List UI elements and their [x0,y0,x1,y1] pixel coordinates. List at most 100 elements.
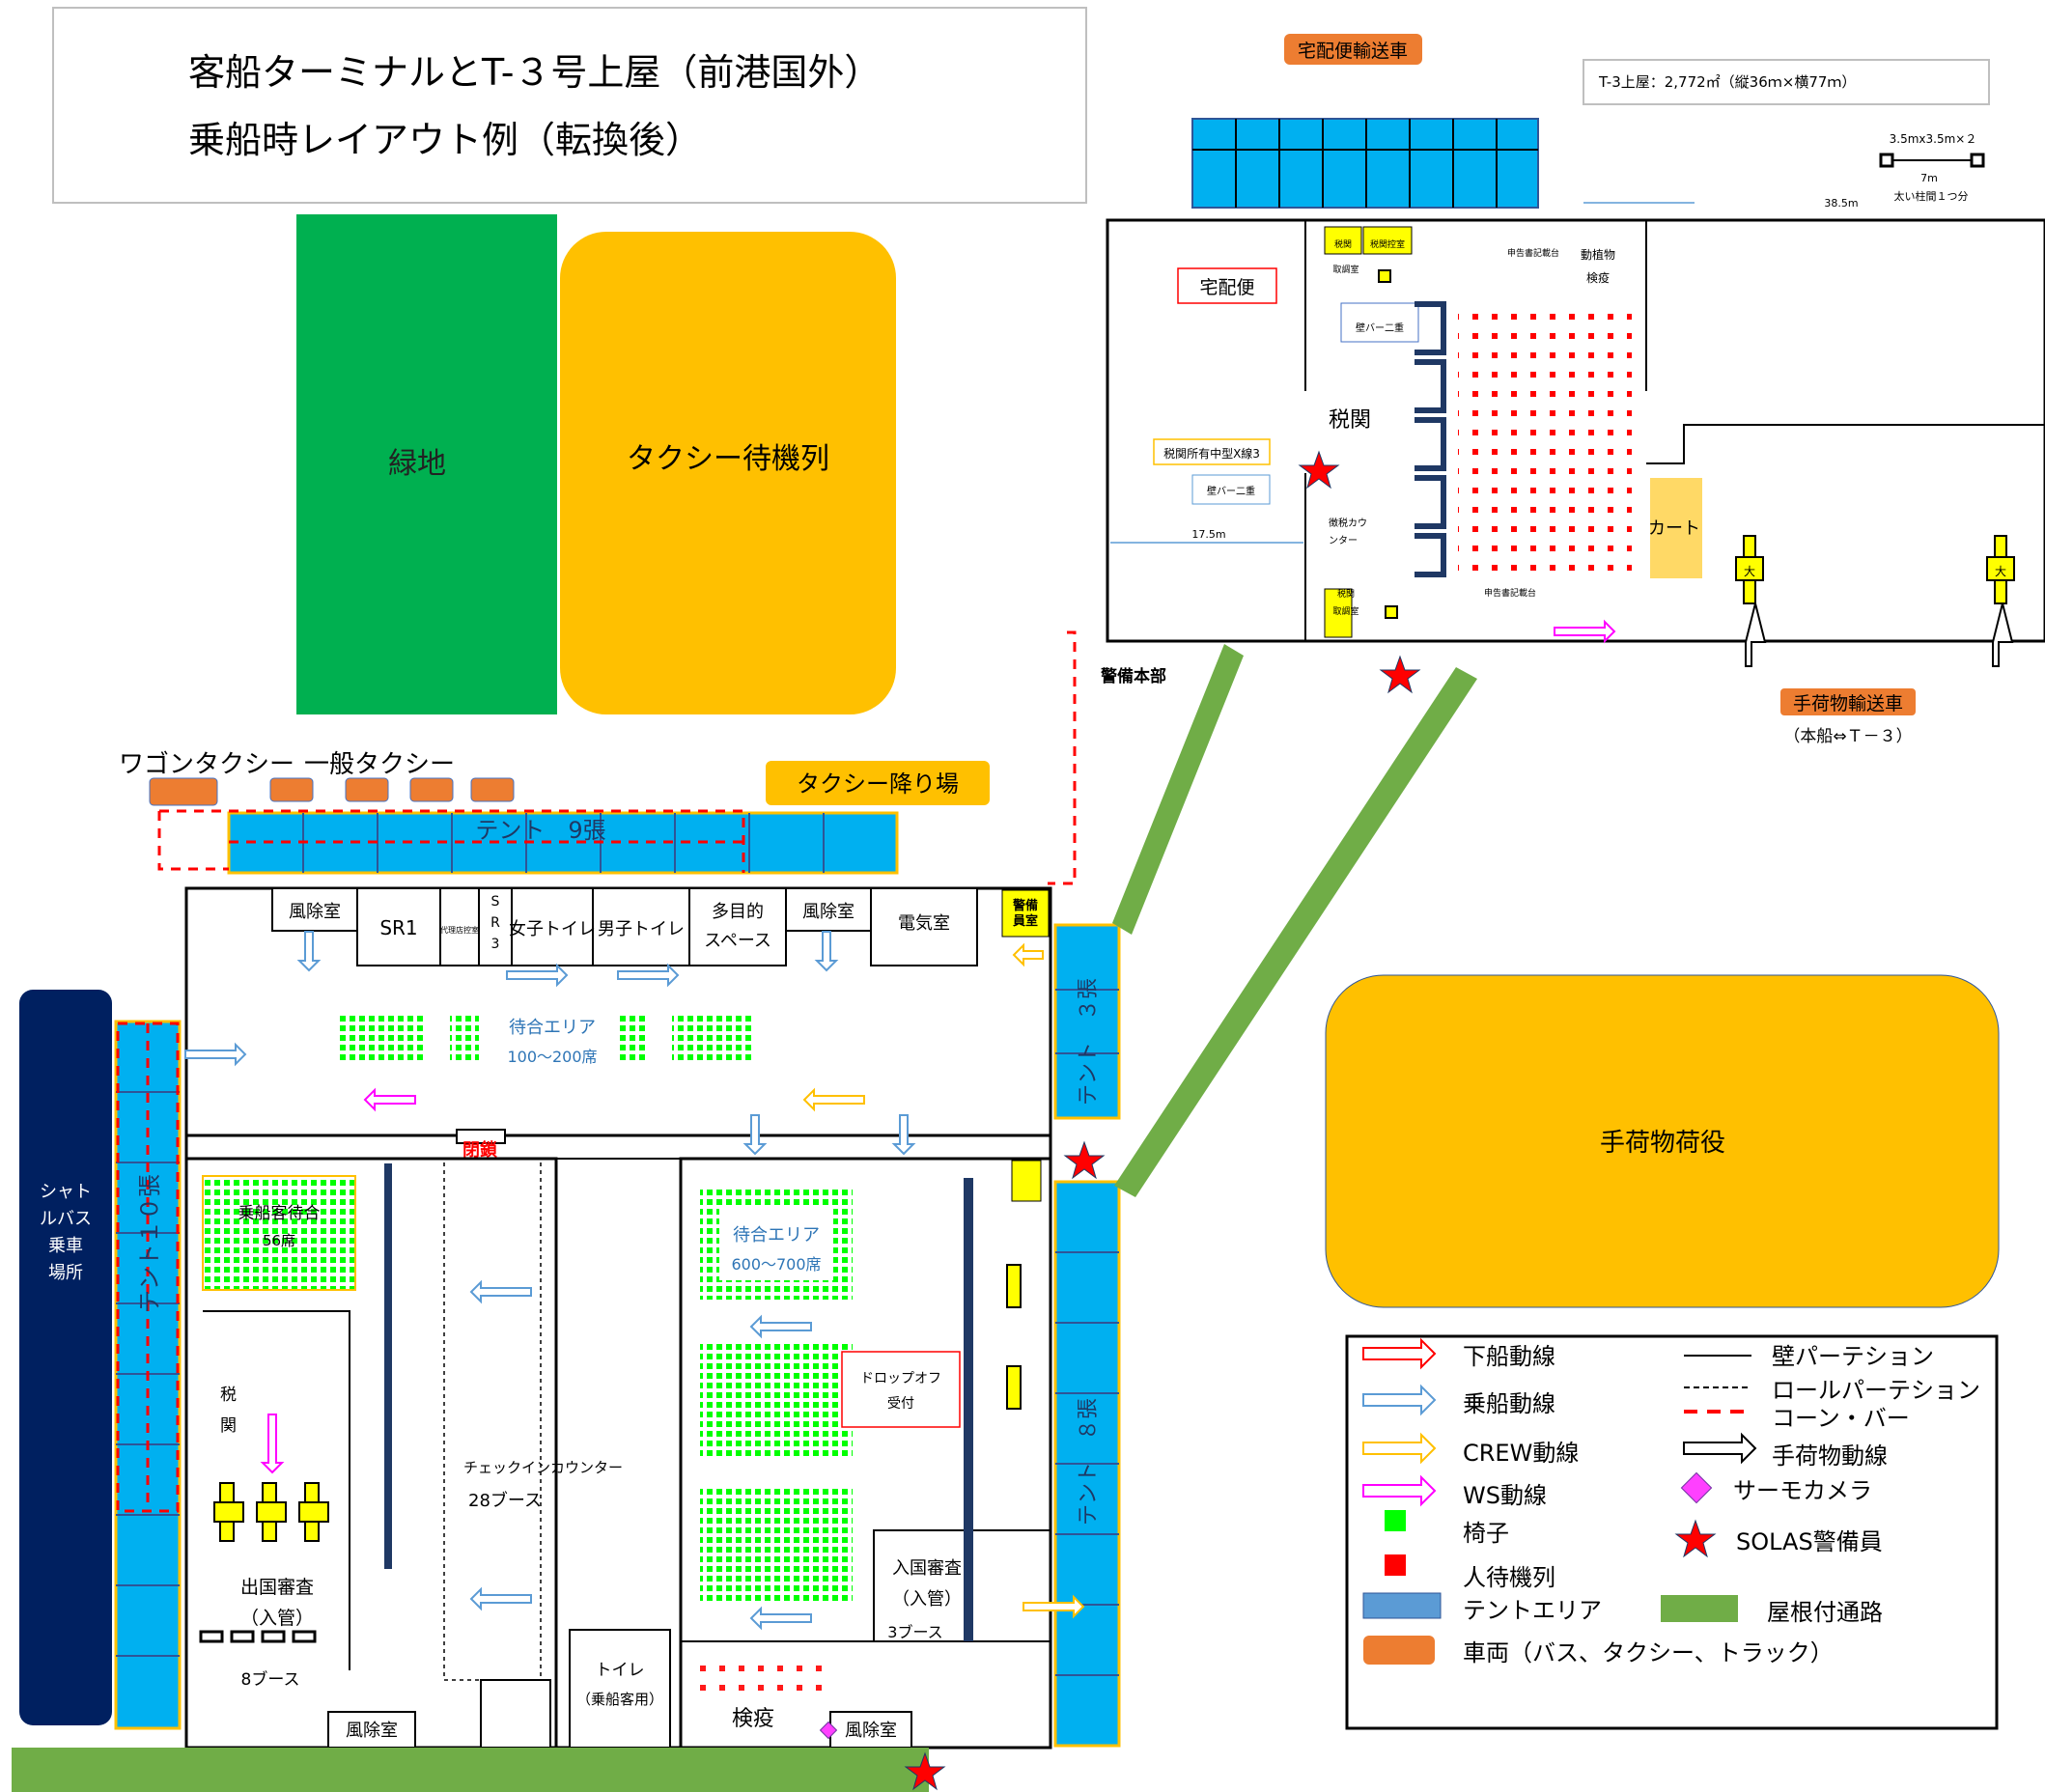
dim-38: 38.5m [1824,197,1858,210]
title-box: 客船ターミナルとT-３号上屋（前港国外） 乗船時レイアウト例（転換後） [52,7,1087,204]
waiting-area-label: 待合エリア [509,1018,596,1038]
taxi-vehicles [149,777,515,806]
tent-9-label: テント 9張 [475,817,605,844]
room-electric: 電気室 [898,913,950,934]
customs-t3-label: 税関 [1329,408,1371,433]
booths8-label: 8ブース [241,1669,300,1690]
legend: 下船動線 乗船動線 CREW動線 WS動線 椅子 人待機列 テントエリア 車両（… [1345,1334,1999,1730]
flow-arrows [184,602,2014,1631]
room-multipurpose: 多目的スペース [704,902,771,951]
room-vestibule-2: 風除室 [802,902,854,922]
security-room-label: 警備員室 [1012,898,1038,929]
immigration-in-sub-label: （入管） [892,1589,962,1610]
waiting-seats-label: 100～200席 [507,1048,597,1066]
animal1-label: 動植物 [1581,247,1615,262]
scale-bar [1879,153,1985,168]
vestibule-bottom-1: 風除室 [346,1721,398,1741]
scale-mid: 7m [1920,172,1938,184]
shuttle-bus-area: シャトルバス乗車場所 [19,990,112,1725]
legend-baggage: 手荷物動線 [1772,1442,1888,1470]
shuttle-bus-label: シャトルバス乗車場所 [40,1182,92,1283]
torishirabe-label: 取調室 [1332,264,1359,275]
quarantine-label: 検疫 [732,1707,774,1731]
baggage-truck-sub-label: （本船⇔Ｔ－３） [1783,727,1912,746]
legend-vehicle: 車両（バス、タクシー、トラック） [1463,1639,1834,1666]
room-vestibule-1: 風除室 [289,902,341,922]
roofed-walkway-bottom [12,1748,929,1792]
tent-3: テント ３張 [1053,923,1121,1120]
legend-roof: 屋根付通路 [1767,1599,1883,1626]
security-hq-label: 警備本部 [1100,666,1166,686]
dropoff-label: ドロップオフ [860,1371,941,1386]
immigration-in-label: 入国審査 [892,1558,962,1579]
tent-10: テント１０張 [114,1020,182,1730]
baggage-truck-label: 手荷物輸送車 [1793,693,1903,714]
column-label-2: 大 [1995,565,2006,578]
green-space-label: 緑地 [388,447,446,481]
room-sr1: SR1 [379,916,417,939]
wallbar1-label: 壁バー二重 [1356,322,1404,334]
general-taxi-label: 一般タクシー [304,750,455,779]
legend-solas: SOLAS警備員 [1736,1528,1883,1555]
torishirabe2-label: 取調室 [1332,605,1359,617]
vestibule-bottom-2: 風除室 [845,1721,897,1741]
immigration-out-label: 出国審査 [240,1577,314,1598]
scale-top: 3.5mx3.5m×２ [1890,132,1977,146]
legend-cone: コーン・バー [1772,1405,1910,1432]
taxi-queue-area: タクシー待機列 [560,232,896,714]
room-agent: 代理店控室 [440,925,479,935]
booths3-label: 3ブース [887,1623,942,1641]
green-space: 緑地 [296,214,557,714]
room-womens-toilet: 女子トイレ [509,919,596,939]
legend-wall: 壁パーテション [1772,1343,1934,1370]
toilet-label: トイレ [596,1661,645,1680]
room-mens-toilet: 男子トイレ [598,919,685,939]
closed-label: 閉鎖 [462,1139,498,1161]
legend-chair: 椅子 [1463,1520,1509,1547]
checkin-booths [384,1163,392,1569]
t3-customs-booths [1415,301,1446,577]
legend-thermo: サーモカメラ [1733,1477,1872,1504]
tax-counter-label: 徴税カウンター [1329,517,1367,546]
roofed-walkways [1112,644,1477,1197]
tent-8: テント ８張 [1053,1180,1121,1748]
waiting-seats2-label: 600～700席 [731,1255,821,1274]
t3-info-label: T-3上屋：2,772㎡（縦36ｍ×横77ｍ） [1598,73,1856,91]
column-label-1: 大 [1744,565,1755,578]
taxi-dropoff: タクシー降り場 [766,761,990,805]
legend-disembark: 下船動線 [1463,1343,1555,1370]
immigration-out-sub-label: （入管） [240,1608,314,1629]
customs-small-label: 税関 [1337,588,1355,600]
toilet-sub-label: （乗船客用） [576,1691,663,1708]
boarding-waiting-label: 乗船客待合 [238,1204,321,1223]
baggage-handling-label: 手荷物荷役 [1600,1129,1725,1158]
legend-roll: ロールパーテション [1772,1377,1980,1404]
dropoff-sub-label: 受付 [887,1396,914,1412]
inbound-booths [964,1178,1022,1641]
legend-tent: テントエリア [1463,1597,1602,1624]
tent-3-label: テント ３張 [1077,978,1101,1106]
customs-room-label: 税関 [1334,238,1352,250]
customs-office-label: 税関控室 [1370,238,1405,250]
takuhaibin-label: 宅配便 [1199,277,1254,298]
customs-left-label: 税関 [220,1386,237,1436]
legend-crew: CREW動線 [1463,1440,1579,1467]
title-line1: 客船ターミナルとT-３号上屋（前港国外） [188,51,881,94]
legend-queue: 人待機列 [1463,1564,1555,1591]
shinkoku-label: 申告書記載台 [1507,247,1559,259]
waiting-area2-label: 待合エリア [733,1225,820,1246]
shinkoku2-label: 申告書記載台 [1484,587,1536,599]
boarding-seats-label: 56席 [263,1232,295,1249]
title-line2: 乗船時レイアウト例（転換後） [188,119,702,161]
baggage-handling-area: 手荷物荷役 [1325,974,2000,1308]
checkin-booths-label: 28ブース [468,1490,542,1511]
taxi-queue-label: タクシー待機列 [627,442,829,476]
solas-stars [904,450,1421,1791]
tent-8-label: テント ８張 [1077,1398,1101,1526]
immigration-out-booths [199,1482,329,1643]
wagon-taxi-label: ワゴンタクシー [119,750,294,779]
